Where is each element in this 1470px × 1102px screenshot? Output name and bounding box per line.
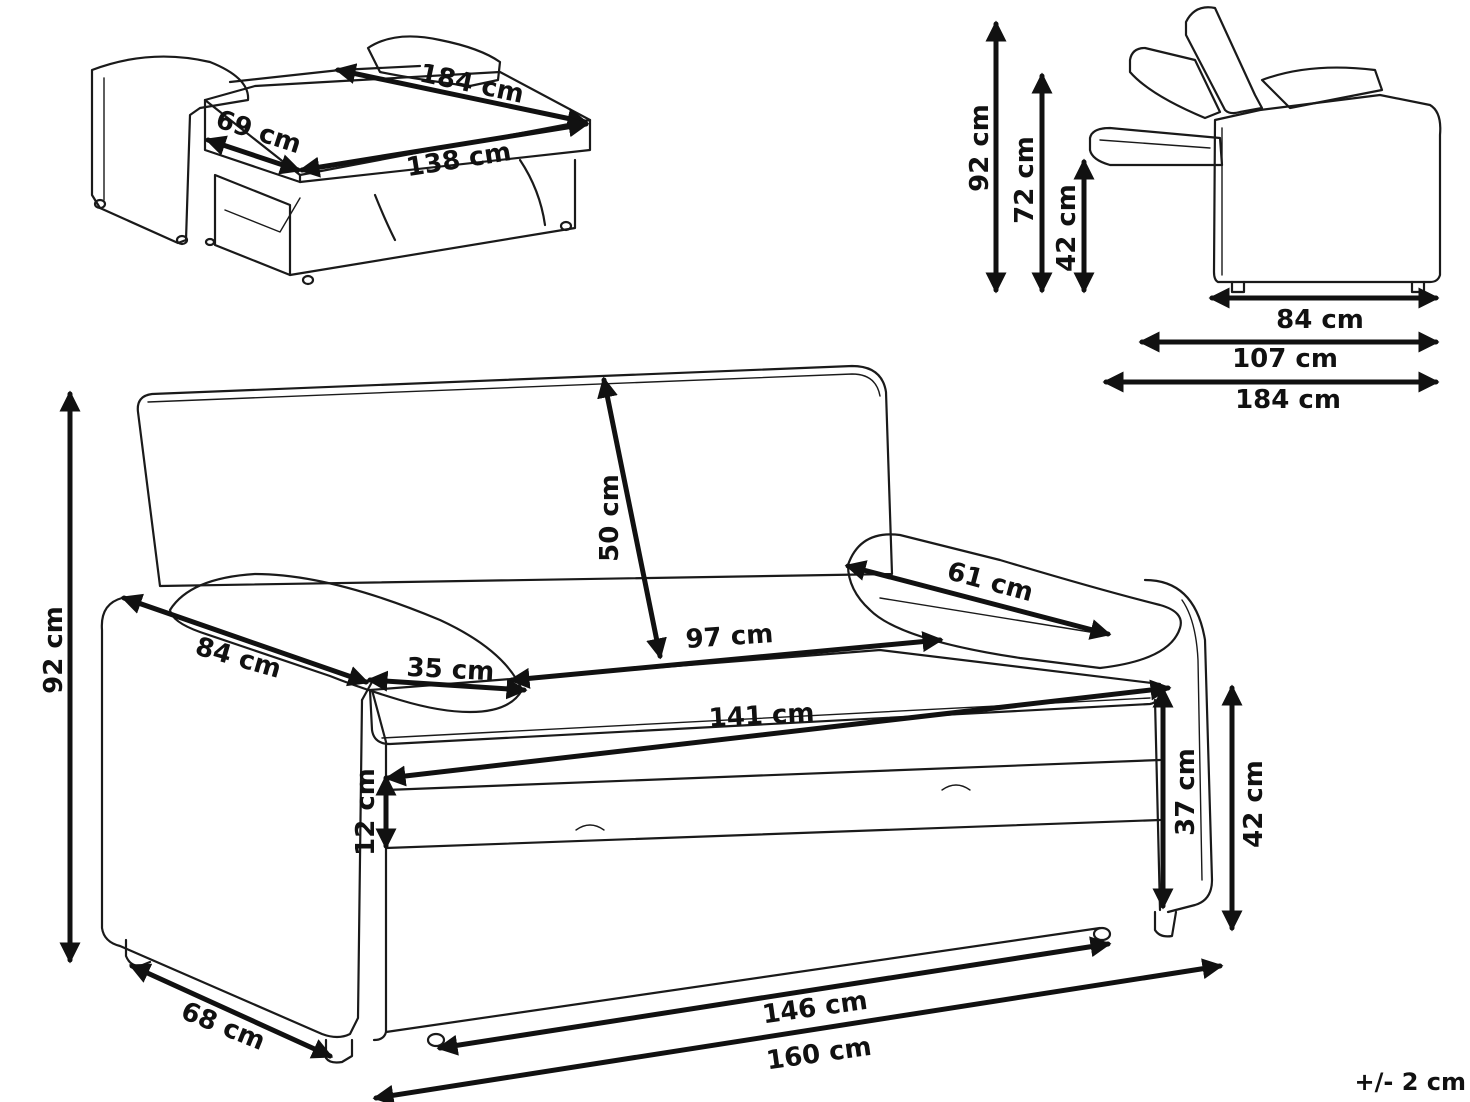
bed-open-view: 184 cm 69 cm 138 cm — [90, 35, 592, 286]
armrest-width-dim-line — [844, 560, 1112, 640]
seat-width-dim-line — [384, 679, 1172, 787]
bed-width-label: 69 cm — [212, 105, 305, 161]
side-bottom-depth-dim-line — [128, 963, 334, 1059]
drawer-height-label: 12 cm — [351, 768, 381, 856]
tolerance-note: +/- 2 cm — [1355, 1068, 1466, 1096]
total-width-dim-line — [372, 958, 1224, 1102]
armrest-width-label: 61 cm — [944, 556, 1037, 608]
side-depth-bed-label: 184 cm — [1235, 385, 1341, 415]
bed-width-dim-line — [204, 135, 302, 175]
arm-inner-label: 35 cm — [406, 653, 495, 688]
base-width-dim-line — [436, 936, 1112, 1056]
front-height-label: 92 cm — [39, 606, 69, 694]
bed-mattress-label: 138 cm — [404, 137, 513, 183]
seat-width-label: 141 cm — [708, 698, 815, 733]
bed-length-dim-line — [334, 63, 589, 129]
bed-mattress-dim-line — [298, 116, 590, 178]
backrest-height-dim-line — [597, 376, 667, 660]
seat-between-arms-dim-line — [508, 631, 944, 689]
side-back-height-label: 72 cm — [1010, 136, 1040, 224]
arm-depth-dim-line — [120, 593, 370, 687]
seat-between-arms-label: 97 cm — [685, 619, 775, 655]
side-depth-label: 84 cm — [1276, 305, 1364, 335]
total-width-label: 160 cm — [764, 1032, 873, 1076]
bed-length-label: 184 cm — [417, 59, 527, 110]
backrest-height-label: 50 cm — [595, 474, 625, 562]
side-seat-height-label: 42 cm — [1052, 184, 1082, 272]
side-view: 92 cm 72 cm 42 cm 84 cm 107 cm 184 cm — [965, 6, 1442, 415]
sofa-main-view: 50 cm 61 cm 97 cm 84 cm 35 cm 141 cm 12 … — [39, 364, 1269, 1102]
side-depth-open-label: 107 cm — [1232, 344, 1338, 374]
side-total-height-label: 92 cm — [965, 104, 995, 192]
seat-height-inner-label: 37 cm — [1171, 748, 1201, 836]
seat-height-label: 42 cm — [1239, 760, 1269, 848]
